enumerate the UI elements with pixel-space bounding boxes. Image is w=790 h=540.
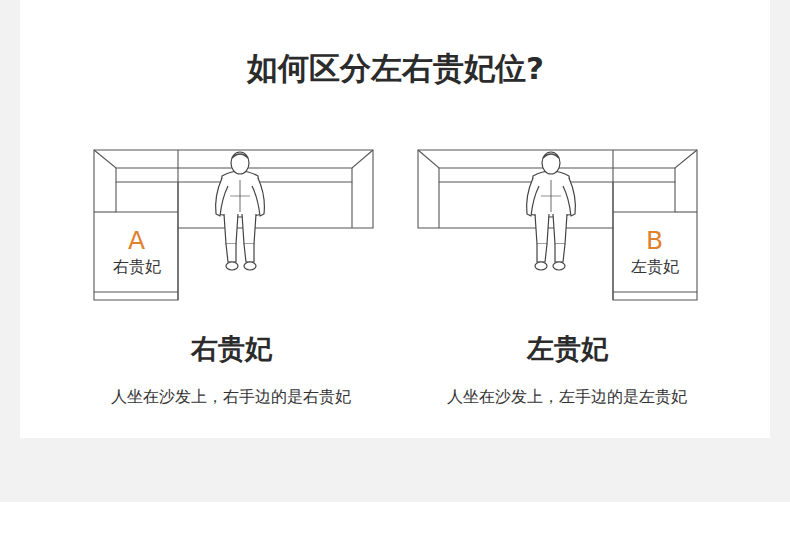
type-description: 人坐在沙发上，右手边的是右贵妃 [111,387,351,408]
type-description: 人坐在沙发上，左手边的是左贵妃 [447,387,687,408]
position-name: 右贵妃 [113,256,161,278]
position-letter: B [646,226,663,256]
type-heading: 左贵妃 [527,331,608,367]
chaise-section: A右贵妃 [96,214,177,290]
type-heading: 右贵妃 [191,331,272,367]
position-name: 左贵妃 [631,256,679,278]
position-letter: A [128,226,145,256]
chaise-section: B左贵妃 [614,214,695,290]
bottom-strip [0,502,790,540]
page-title: 如何区分左右贵妃位? [247,48,544,90]
